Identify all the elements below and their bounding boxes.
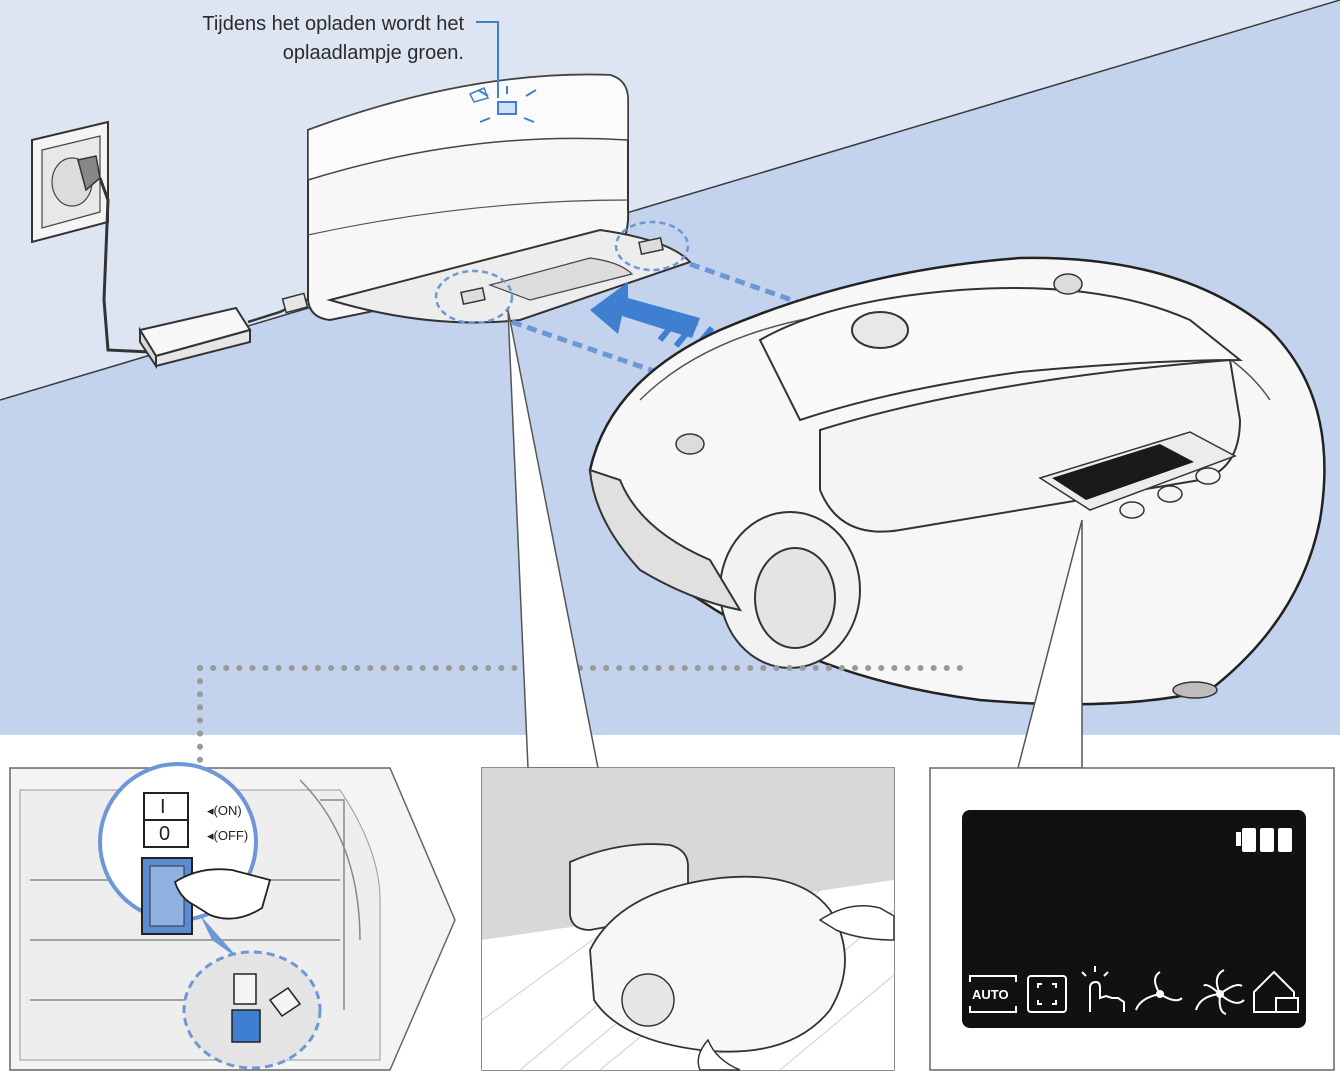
caption-line-2: oplaadlampje groen. <box>282 42 464 64</box>
placement-panel <box>481 767 895 1071</box>
dock-contact-right-highlight <box>614 220 690 272</box>
switch-off-label: ◂(OFF) <box>207 828 249 843</box>
robot-control-panel <box>1038 431 1237 519</box>
robot-vacuum <box>588 256 1326 706</box>
caption-line-1: Tijdens het opladen wordt het <box>202 13 464 35</box>
charge-lamp-icon <box>468 86 537 123</box>
zoom-callout-lines <box>507 309 1083 769</box>
wall-socket <box>31 120 151 354</box>
switch-on-label: ◂(ON) <box>207 803 242 818</box>
finger-pressing-icon <box>173 868 272 920</box>
auto-mode-label: AUTO <box>972 987 1009 1002</box>
auto-mode-icon <box>969 975 1017 1013</box>
switch-on-symbol: I <box>160 796 166 818</box>
battery-icon <box>1236 828 1292 852</box>
spot-mode-icon <box>1027 975 1067 1013</box>
display-panel <box>929 767 1335 1071</box>
point-cleaning-icon <box>1081 966 1125 1012</box>
dock-contact-left-highlight <box>434 269 514 325</box>
hand-right-icon <box>818 905 895 941</box>
power-switch-panel <box>9 762 456 1071</box>
caption: Tijdens het opladen wordt het oplaadlamp… <box>202 10 464 68</box>
hand-left-icon <box>697 1038 741 1071</box>
power-adapter <box>138 292 321 370</box>
charging-dock <box>307 73 692 325</box>
turbo-suction-icon <box>1195 969 1245 1015</box>
dotted-connector <box>197 665 971 763</box>
switch-off-symbol: 0 <box>159 823 171 845</box>
normal-suction-icon <box>1135 971 1183 1011</box>
caption-leader-line <box>476 21 499 98</box>
home-dock-icon <box>1253 970 1299 1013</box>
